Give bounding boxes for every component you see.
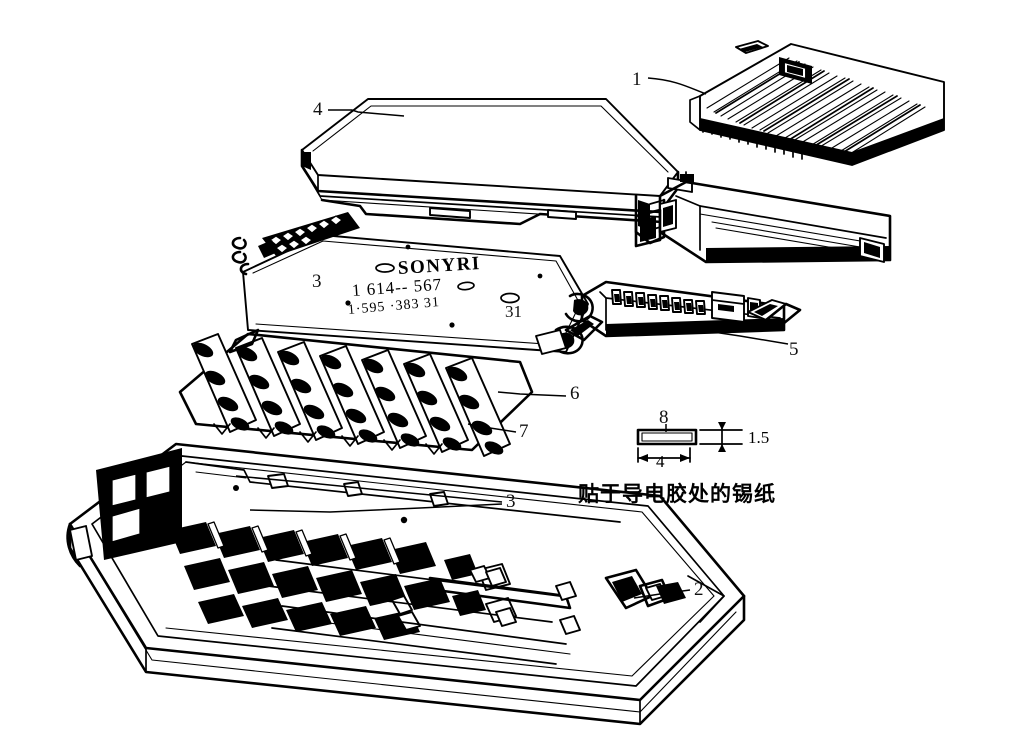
part-bottom-case [66, 442, 746, 726]
callout-2: 2 [694, 579, 704, 600]
callout-4: 4 [313, 99, 323, 120]
callout-1: 1 [632, 69, 642, 90]
foil-note-caption: 贴于导电胶处的锡纸 [578, 482, 776, 506]
part-top-cover [300, 98, 693, 245]
dimension-detail-8 [636, 422, 743, 463]
dimension-height-label: 1.5 [748, 428, 770, 447]
part-battery-cover [689, 40, 945, 166]
callout-6: 6 [570, 383, 580, 404]
part-connector-pcb [564, 280, 802, 338]
callout-5: 5 [789, 339, 799, 360]
dimension-width-label: 4 [656, 452, 665, 471]
part-battery-tray [634, 171, 892, 264]
callout-3-lower: 3 [506, 491, 516, 512]
callout-3-upper: 3 [312, 271, 322, 292]
callout-8: 8 [659, 407, 669, 428]
part-keypad-membrane [178, 328, 534, 457]
leader-lines [235, 77, 789, 599]
callout-31-pcb: 31 [505, 302, 522, 321]
part-main-pcb [231, 212, 604, 355]
callout-7: 7 [519, 421, 529, 442]
